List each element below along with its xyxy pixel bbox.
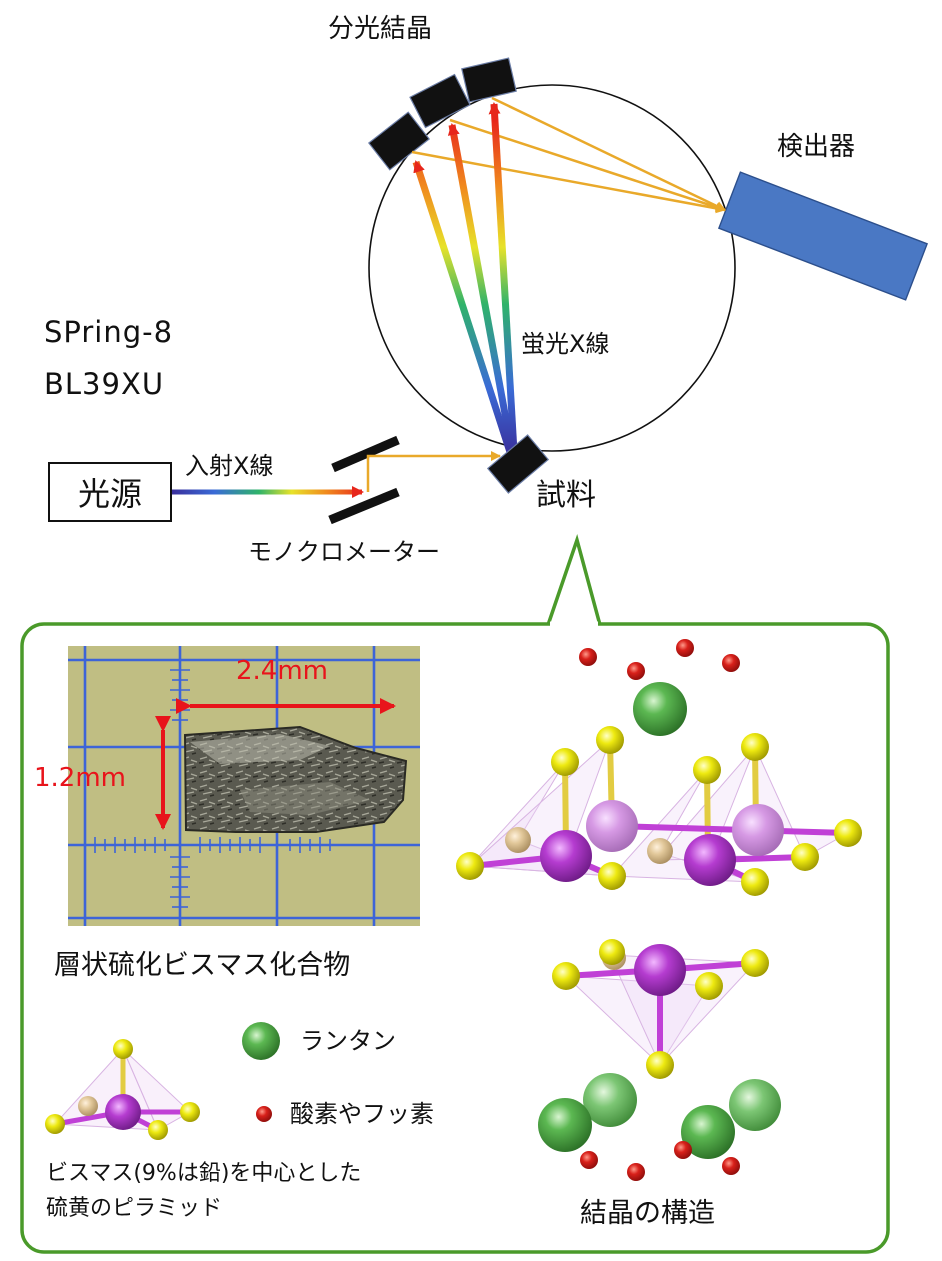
legend-pyramid-line1: ビスマス(9%は鉛)を中心とした	[46, 1163, 361, 1185]
analyzer-crystal-2	[410, 75, 470, 128]
crystal-structure	[456, 639, 862, 1181]
legend-lanthanum-label: ランタン	[300, 1029, 396, 1053]
source-label: 光源	[78, 469, 142, 515]
dim-width-label: 2.4mm	[236, 658, 328, 684]
dim-height-label: 1.2mm	[34, 765, 126, 791]
fluorescence-label: 蛍光X線	[521, 332, 609, 356]
legend-oxygen-icon	[256, 1106, 272, 1122]
analyzer-crystal-label: 分光結晶	[328, 16, 432, 42]
analyzer-crystal-1	[369, 112, 429, 170]
detector-block	[719, 172, 927, 300]
sample-name-label: 層状硫化ビスマス化合物	[54, 952, 350, 979]
facility-label: SPring-8	[44, 318, 173, 347]
detector-label: 検出器	[777, 134, 855, 160]
legend-pyramid-line2: 硫黄のピラミッド	[46, 1198, 222, 1220]
monochromatic-beam	[368, 456, 500, 492]
incident-label: 入射X線	[185, 454, 273, 478]
callout-pointer	[548, 540, 600, 625]
legend-pyramid-icon	[45, 1039, 200, 1140]
monochromator	[330, 440, 398, 520]
source-box: 光源	[48, 462, 172, 522]
legend-lanthanum-icon	[242, 1022, 280, 1060]
sample-label: 試料	[536, 481, 596, 511]
beamline-label: BL39XU	[44, 370, 164, 399]
analyzer-crystal-3	[462, 58, 516, 102]
legend-oxygen-label: 酸素やフッ素	[290, 1102, 434, 1126]
crystal-structure-label: 結晶の構造	[580, 1200, 715, 1227]
monochromator-label: モノクロメーター	[248, 540, 440, 564]
